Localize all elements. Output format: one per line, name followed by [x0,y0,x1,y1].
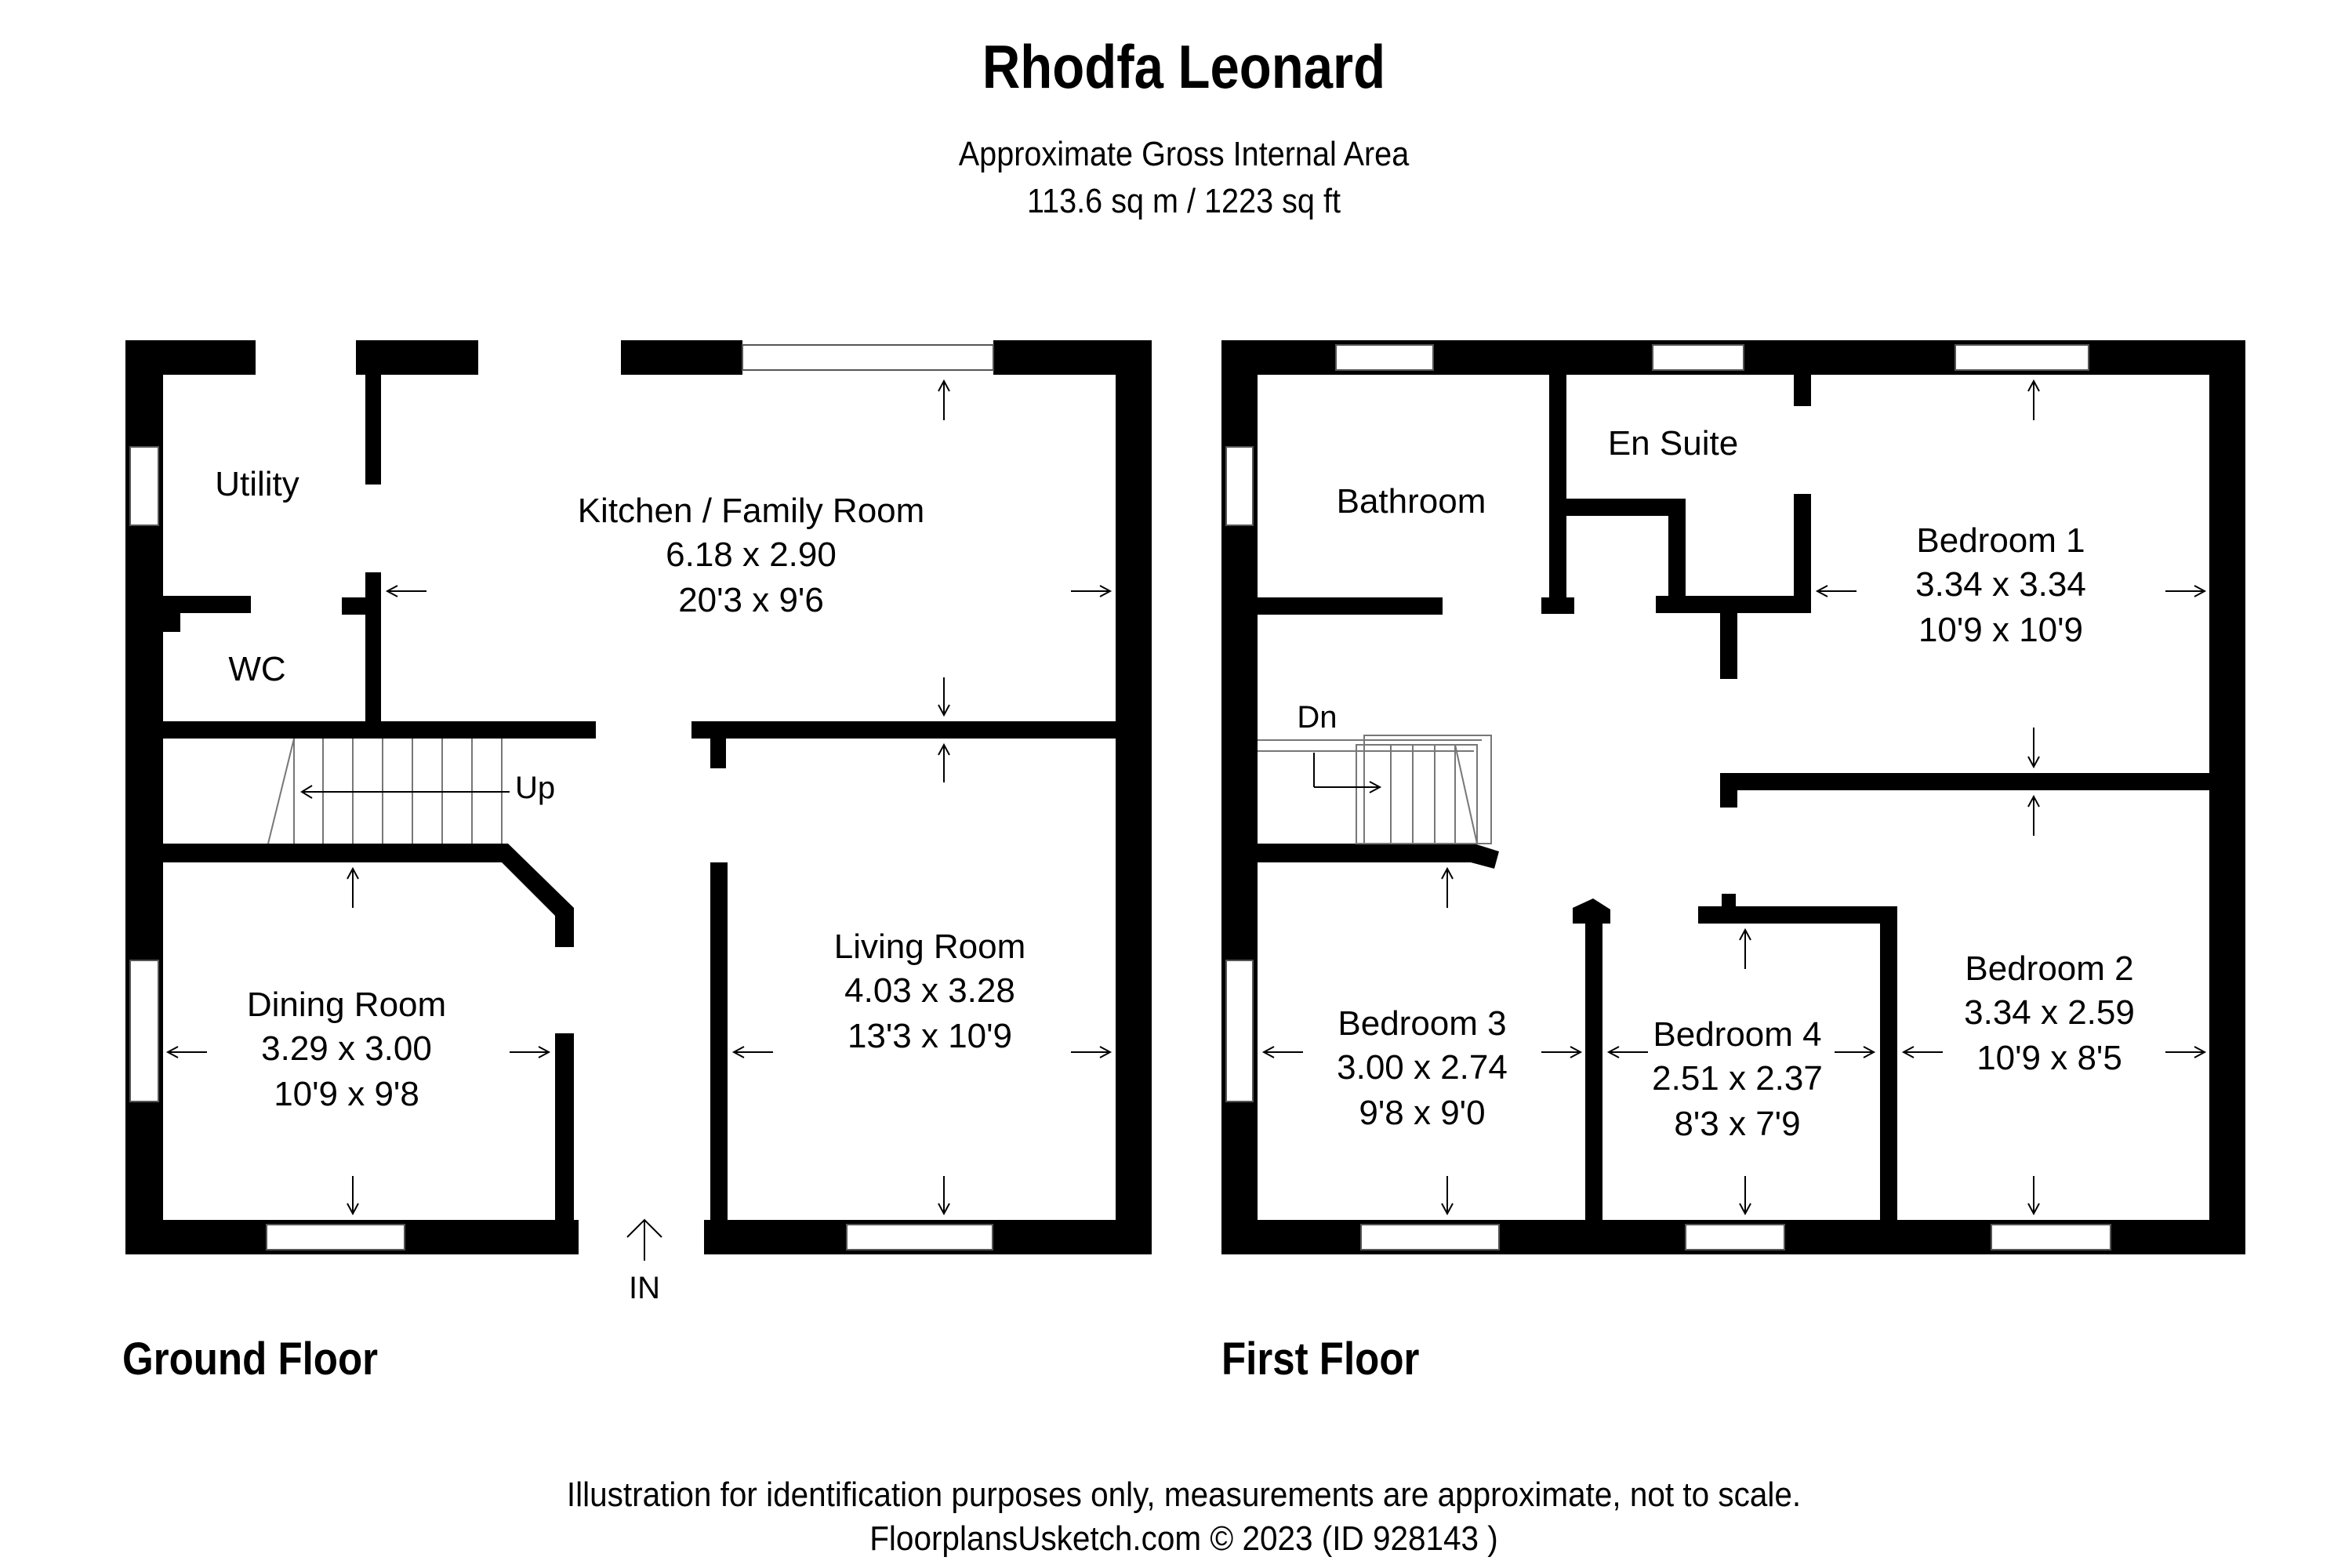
room-name-kitchen: Kitchen / Family Room [578,492,925,530]
plan-title: Rhodfa Leonard [982,32,1386,101]
room-name-dining: Dining Room [247,985,446,1024]
wall [1794,494,1811,613]
wall [691,721,1116,739]
entrance-arrow [626,1218,662,1261]
room-name-utility: Utility [215,465,299,503]
room-metric-bedroom4: 2.51 x 2.37 [1652,1059,1823,1098]
room-metric-dining: 3.29 x 3.00 [261,1029,432,1068]
wall [621,340,742,375]
wall [1573,898,1610,924]
wall [1720,773,1737,808]
wall [356,340,478,375]
first-floor-label: First Floor [1221,1334,1420,1385]
wall [163,596,251,613]
wall [365,375,381,485]
wall [710,739,726,768]
room-metric-bedroom3: 3.00 x 2.74 [1337,1048,1508,1087]
wall [1656,596,1811,613]
window [129,446,159,526]
wall [1258,597,1443,615]
window [1685,1224,1785,1250]
room-name-bedroom1: Bedroom 1 [1916,521,2085,560]
ground-floor-plan: Utility WC Up Kitchen / Family Room 6.18… [125,340,1152,1305]
room-name-wc: WC [228,650,285,688]
wall [163,844,574,947]
room-imperial-kitchen: 20'3 x 9'6 [678,581,824,619]
room-metric-bedroom2: 3.34 x 2.59 [1964,993,2135,1032]
wall [163,721,596,739]
wall [1549,375,1566,614]
room-name-living: Living Room [834,927,1026,966]
wall [163,596,180,632]
window [1991,1224,2111,1250]
room-imperial-bedroom4: 8'3 x 7'9 [1674,1105,1800,1143]
stairs-up-label: Up [515,771,555,805]
wall [365,572,381,721]
wall [710,862,728,1220]
area-value: 113.6 sq m / 1223 sq ft [1027,182,1341,220]
wall [1668,499,1686,613]
ground-floor-label: Ground Floor [122,1334,379,1385]
window [1225,446,1254,526]
window [1360,1224,1500,1250]
ground-dimension-arrows [165,379,1112,1216]
wall [1566,499,1686,516]
window [266,1224,405,1250]
room-metric-kitchen: 6.18 x 2.90 [666,535,837,574]
window [846,1224,993,1250]
room-name-bedroom4: Bedroom 4 [1653,1015,1821,1054]
room-name-ensuite: En Suite [1608,424,1738,463]
wall [1585,909,1602,1220]
window [1335,344,1434,371]
room-name-bathroom: Bathroom [1337,482,1486,521]
room-imperial-living: 13'3 x 10'9 [848,1017,1012,1055]
room-name-bedroom2: Bedroom 2 [1965,949,2133,988]
wall [555,1033,574,1220]
ground-floor-stairs [267,738,510,844]
wall [1794,375,1811,406]
wall [1880,906,1897,1220]
wall [1698,906,1897,924]
room-imperial-dining: 10'9 x 9'8 [274,1075,419,1113]
area-heading: Approximate Gross Internal Area [958,135,1410,173]
window [1225,960,1254,1102]
credit-line: FloorplansUsketch.com © 2023 (ID 928143 … [869,1519,1498,1558]
room-metric-bedroom1: 3.34 x 3.34 [1915,565,2086,604]
wall [1720,773,2209,790]
window [742,344,994,371]
wall [2209,340,2245,1254]
wall [1541,597,1574,614]
room-imperial-bedroom2: 10'9 x 8'5 [1976,1039,2122,1077]
wall [1258,844,1499,869]
first-floor-stairs [1258,735,1492,844]
room-imperial-bedroom3: 9'8 x 9'0 [1359,1094,1485,1132]
wall [1720,613,1737,679]
room-name-bedroom3: Bedroom 3 [1338,1004,1506,1043]
wall [1116,340,1152,1254]
first-dimension-arrows [1261,379,2207,1216]
room-metric-living: 4.03 x 3.28 [844,971,1015,1010]
entrance-label: IN [629,1271,660,1305]
wall [1722,894,1736,906]
disclaimer: Illustration for identification purposes… [566,1475,1802,1514]
stairs-down-label: Dn [1297,700,1337,735]
wall [342,597,365,615]
window [1652,344,1744,371]
window [1955,344,2089,371]
room-imperial-bedroom1: 10'9 x 10'9 [1918,611,2083,649]
window [129,960,159,1102]
first-floor-plan: Bathroom En Suite Dn Bedroom 1 3.34 x 3.… [1221,340,2245,1254]
